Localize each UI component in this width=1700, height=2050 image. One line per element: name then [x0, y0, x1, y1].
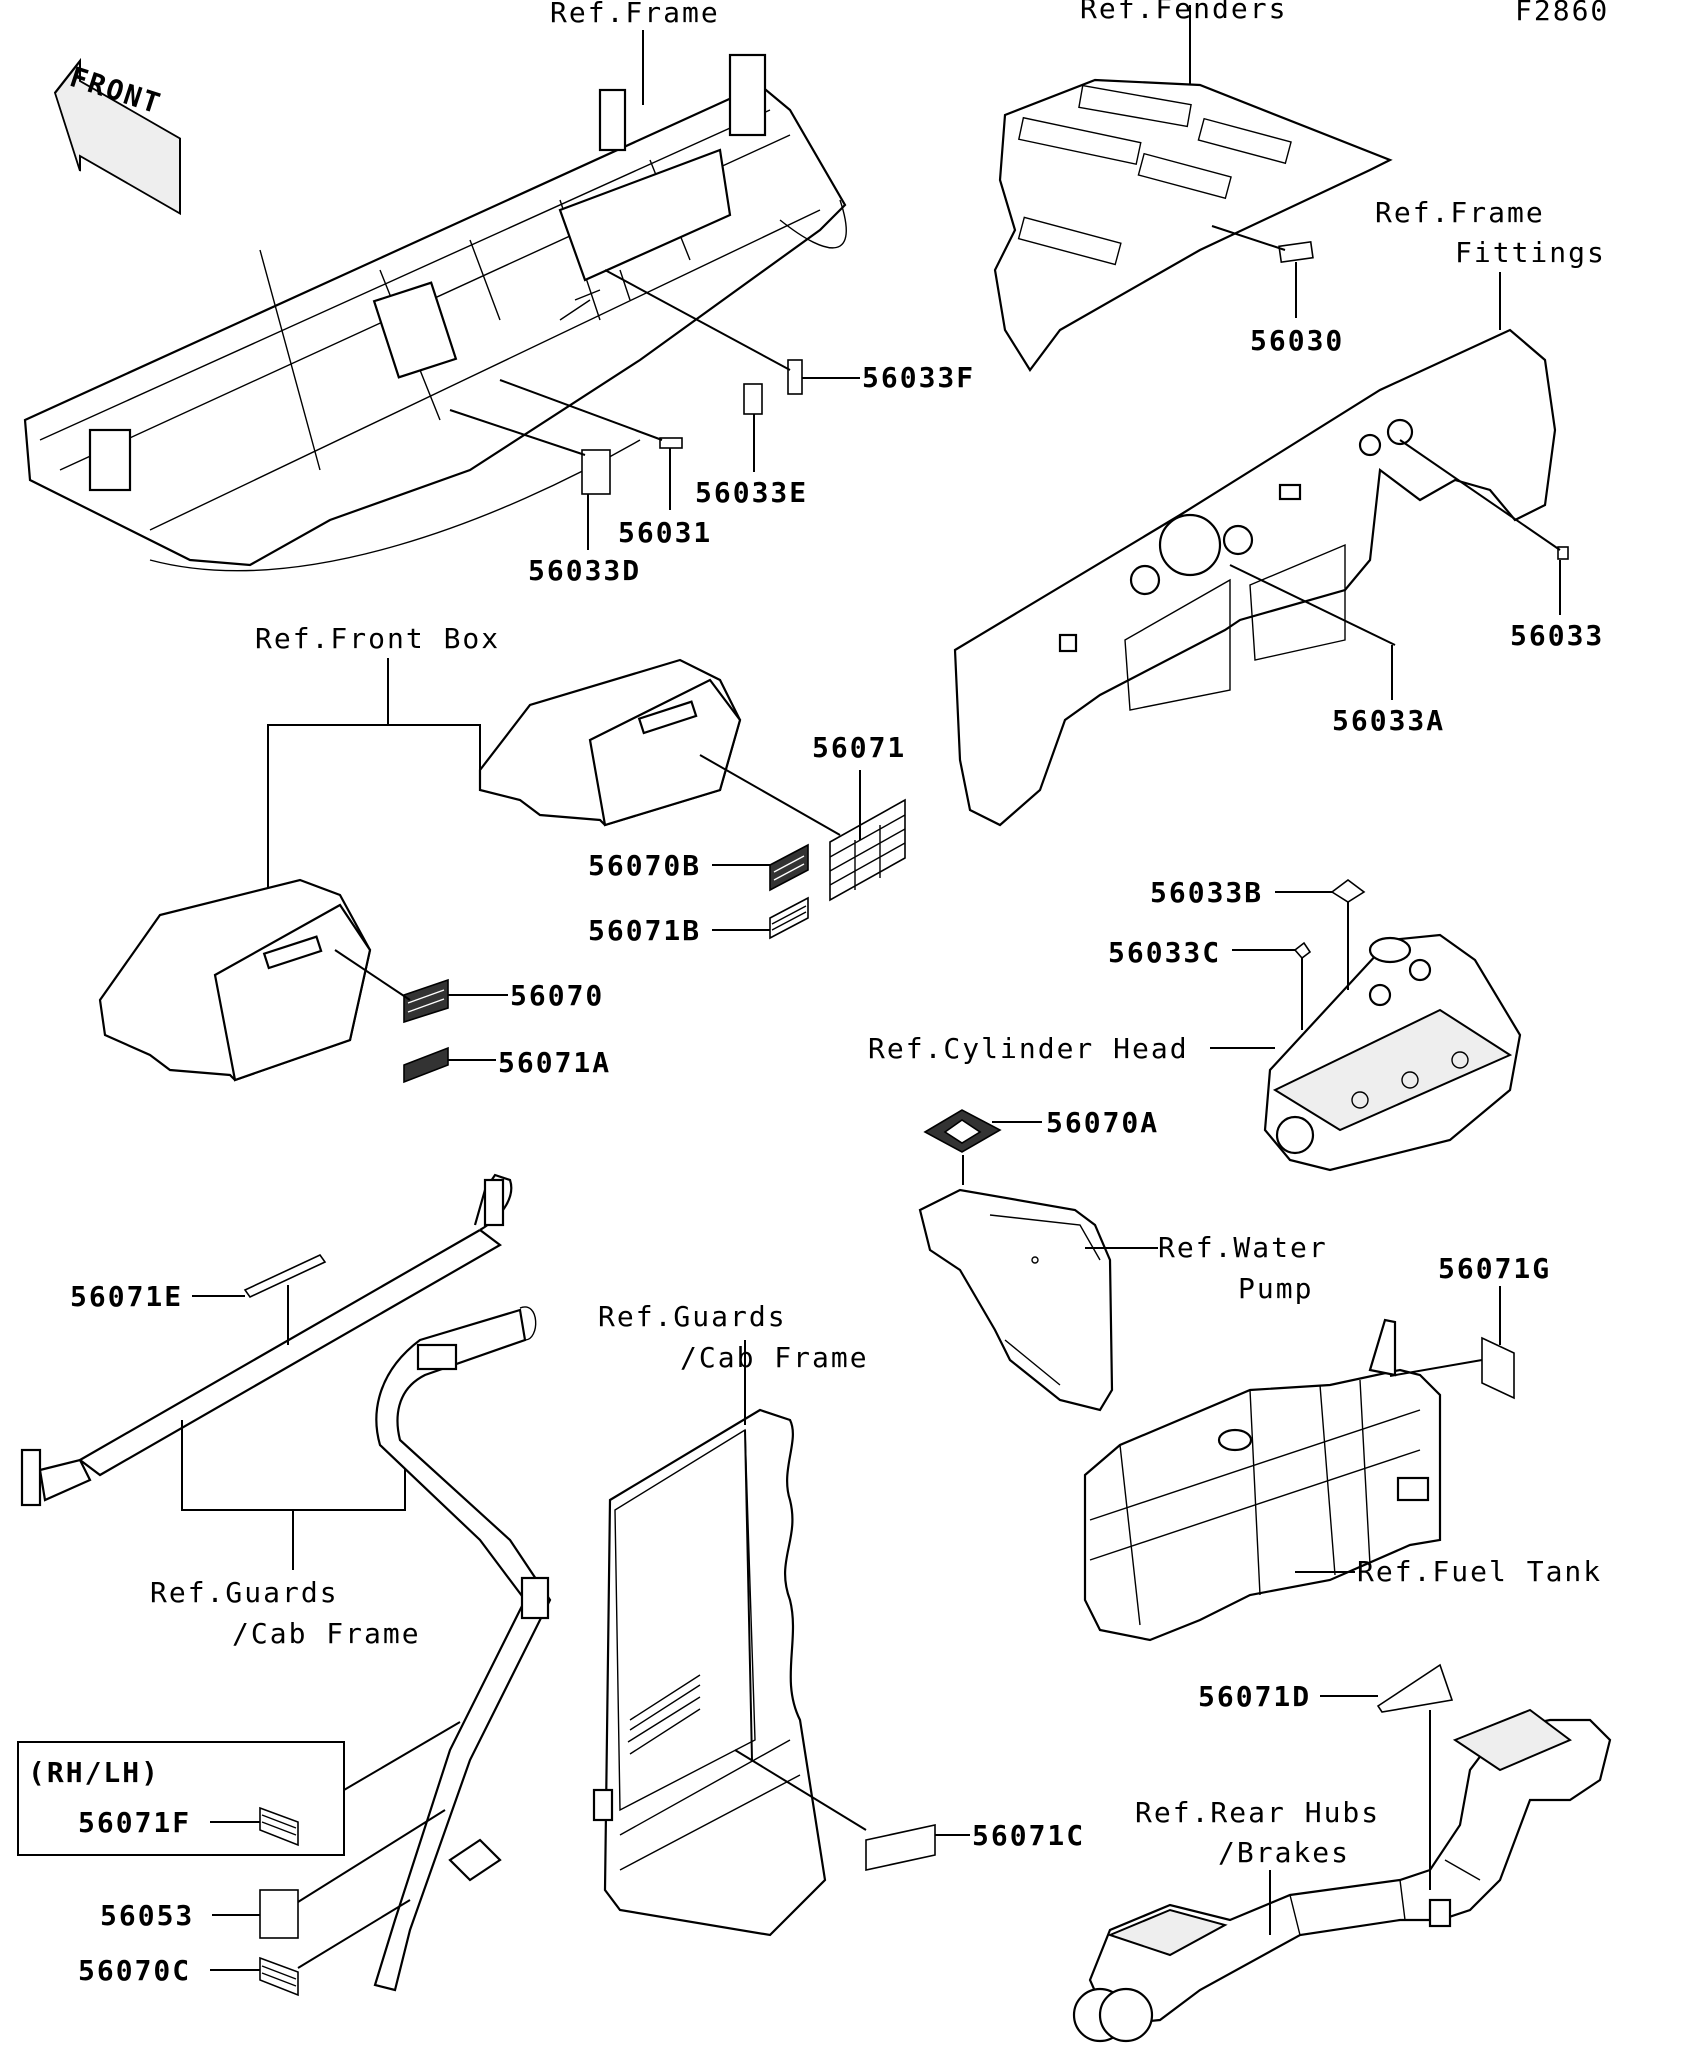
rh-lh-label: (RH/LH) [28, 1756, 160, 1789]
decal-56053 [212, 1809, 446, 1939]
decal-56033C [1232, 941, 1312, 1030]
figure-code: F2860 [1515, 0, 1609, 27]
ref-water-pump-label-line2: Pump [1238, 1272, 1313, 1305]
decal-56070A [923, 1109, 1042, 1153]
decal-56071C [734, 1749, 970, 1871]
water-pump-illustration [918, 1155, 1158, 1412]
ref-guards-cab-frame-left-line1: Ref.Guards [150, 1576, 339, 1609]
decal-56071G [1389, 1286, 1515, 1400]
ref-guards-cab-frame-left-line2: /Cab Frame [232, 1617, 421, 1650]
ref-frame-fittings-label-line2: Fittings [1455, 236, 1606, 269]
cylinder-head-illustration [1263, 933, 1522, 1172]
ref-rear-hubs-label-line2: /Brakes [1218, 1836, 1350, 1869]
part-56071G-label: 56071G [1438, 1252, 1551, 1285]
front-box-upper-illustration [478, 658, 742, 827]
part-56070C-label: 56070C [78, 1954, 191, 1987]
part-56033E-label: 56033E [695, 476, 808, 509]
decal-56071B [712, 896, 809, 940]
front-direction-arrow: FRONT [53, 57, 181, 216]
fender-illustration [993, 5, 1393, 372]
decal-56033B [1275, 879, 1366, 990]
part-56033C-label: 56033C [1108, 936, 1221, 969]
decal-56070C [210, 1899, 411, 1997]
rh-lh-callout-box [17, 1721, 461, 1856]
part-56033B-label: 56033B [1150, 876, 1263, 909]
decal-56033E [743, 383, 763, 472]
ref-guards-cab-frame-center-line2: /Cab Frame [680, 1341, 869, 1374]
part-56053-label: 56053 [100, 1899, 194, 1932]
part-56030-label: 56030 [1250, 324, 1344, 357]
rear-axle-illustration [1072, 1708, 1612, 2043]
part-56071B-label: 56071B [588, 914, 701, 947]
part-56071A-label: 56071A [498, 1046, 611, 1079]
ref-rear-hubs-label-line1: Ref.Rear Hubs [1135, 1796, 1380, 1829]
decal-56030 [1211, 225, 1314, 318]
part-56071F-label: 56071F [78, 1806, 191, 1839]
ref-frame-fittings-label-line1: Ref.Frame [1375, 196, 1545, 229]
cab-door-illustration [592, 1340, 827, 1937]
part-56071C-label: 56071C [972, 1819, 1085, 1852]
decal-56033 [1399, 439, 1569, 615]
guard-bar-illustration [20, 1173, 513, 1507]
cab-frame-tube-illustration [373, 1306, 552, 1992]
decal-56070 [334, 949, 508, 1024]
ref-water-pump-label-line1: Ref.Water [1158, 1231, 1328, 1264]
decal-56071A [403, 1046, 496, 1084]
ref-guards-cab-frame-center-line1: Ref.Guards [598, 1300, 787, 1333]
ref-cylinder-head-label: Ref.Cylinder Head [868, 1032, 1189, 1065]
part-56033A-label: 56033A [1332, 704, 1445, 737]
part-56033D-label: 56033D [528, 554, 641, 587]
frame-illustration [23, 53, 847, 572]
ref-fenders-label: Ref.Fenders [1080, 0, 1287, 25]
decal-56033D [449, 409, 611, 550]
part-56070B-label: 56070B [588, 849, 701, 882]
decal-56033A [1229, 564, 1396, 700]
decal-56071D [1320, 1663, 1454, 1890]
decal-56033F [604, 269, 860, 395]
part-56071-label: 56071 [812, 731, 906, 764]
decal-56071 [699, 754, 906, 902]
decal-56031 [499, 379, 683, 510]
decal-56070B [712, 843, 809, 892]
part-56071E-label: 56071E [70, 1280, 183, 1313]
ref-frame-label: Ref.Frame [550, 0, 720, 29]
fuel-tank-illustration [1083, 1318, 1442, 1642]
decal-56071F [210, 1806, 299, 1847]
part-56033F-label: 56033F [862, 361, 975, 394]
part-56033-label: 56033 [1510, 619, 1604, 652]
ref-front-box-label: Ref.Front Box [255, 622, 500, 655]
decal-56071E [192, 1253, 327, 1345]
ref-fuel-tank-label: Ref.Fuel Tank [1357, 1555, 1602, 1588]
part-56031-label: 56031 [618, 516, 712, 549]
front-box-lower-illustration [98, 878, 372, 1082]
part-56070-label: 56070 [510, 979, 604, 1012]
part-56070A-label: 56070A [1046, 1106, 1159, 1139]
part-56071D-label: 56071D [1198, 1680, 1311, 1713]
